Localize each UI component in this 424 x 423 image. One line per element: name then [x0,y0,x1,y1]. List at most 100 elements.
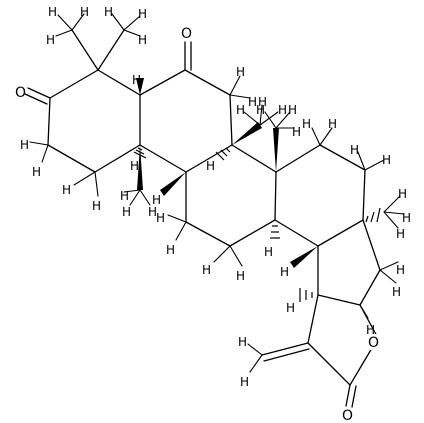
hydrogen-label: H [80,5,89,19]
bond-c2-c1 [47,144,96,173]
hydrogen-label: H [138,33,147,47]
bond-c15-c16 [319,144,366,171]
atom-o-ring: O [368,335,379,351]
hydrogen-label: H [46,33,55,47]
h-bond [129,189,141,206]
hydrogen-label: H [48,5,57,19]
h-bond [139,189,151,206]
hydrogen-label: H [132,73,141,87]
hydrogen-label: H [402,211,411,225]
bond-c24-o [349,347,373,386]
bond-c22-c23 [307,294,319,344]
bond-c4-me1 [71,29,99,71]
wedge-c10-methyl [137,145,143,190]
h-bond [383,211,399,229]
bond-c6-c7 [184,69,231,96]
bond-c13-c14 [274,171,277,221]
h-bond [259,104,263,126]
bond-c23-ch2-double [263,348,310,362]
hydrogen-label: H [256,103,265,117]
atom-o6: O [181,26,192,42]
hydrogen-label: H [238,335,247,349]
hydrogen-label: H [240,375,249,389]
h-bond [275,111,291,129]
bond-c14-c8 [231,144,277,173]
bond-c14-c15 [275,144,321,173]
bond-c4-c5 [97,69,141,96]
bond-c3-o3-double [24,93,48,105]
ring-c [185,144,277,247]
bond-c17-c18 [317,219,364,247]
bond-c24-o-carbonyl [345,384,351,407]
hash-c22-h [299,288,313,302]
hydrogen-label: H [138,7,147,21]
hydrogen-label: H [392,285,401,299]
bond-c9-c10 [139,144,187,173]
h-bond [57,14,73,31]
bond-c20-c21 [359,269,381,306]
hydrogen-label: H [236,269,245,283]
hydrogen-label: H [206,159,215,173]
h-bond [383,195,401,213]
ring-hydrogens [29,75,399,373]
wedge-c9-h [160,172,186,196]
ring-e [317,219,381,306]
bond-c3-o3 [27,87,51,99]
bond-c17-c20 [362,219,381,271]
hydrogen-label: H [396,263,405,277]
atom-o-carbonyl: O [342,408,353,423]
h-bond [123,29,141,37]
hydrogen-label: H [248,95,257,109]
h-bond [71,13,85,31]
hydrogen-label: H [398,187,407,201]
hydrogen-label: H [350,143,359,157]
label-bg [366,334,382,350]
hydrogen-label: H [278,103,287,117]
hash-c13-h [270,225,280,239]
bond-c7-c8 [229,94,233,146]
hydrogen-label: H [280,265,289,279]
hydrogen-label: H [202,263,211,277]
bond-c12-c13 [229,219,276,247]
bond-c1-c10 [94,144,141,173]
hydrogen-label: H [122,205,131,219]
ring-a [24,69,141,173]
h-bond [123,15,141,31]
gem-dimethyl [55,13,141,71]
hydrogen-label: H [292,125,301,139]
hydrogen-label: H [152,193,161,207]
hydrogen-label: H [166,243,175,257]
bond-c24-o-carbonyl-double [351,385,357,408]
wedge-c5-h [136,78,144,95]
hydrogen-label: H [302,117,311,131]
hydrogen-label: H [382,153,391,167]
bond-c4-c3 [49,69,99,99]
bond-c3-c2 [47,97,51,146]
bond-c5-c6 [139,69,186,96]
hydrogen-label: H [258,95,267,109]
bond-c11-c12 [185,221,231,247]
wedge-c18-h [290,246,318,268]
bond-c18-c13 [274,219,319,247]
hydrogen-label: H [288,103,297,117]
hash-c17-methyl [365,207,381,223]
bond-c8-c9 [185,144,233,173]
h-bond [243,111,261,126]
lactone-ring [261,294,379,408]
hydrogen-label: H [120,189,129,203]
hydrogen-label: H [286,301,295,315]
hydrogen-label: H [366,323,375,337]
atom-o3: O [15,85,26,101]
ring-d [274,144,366,247]
hydrogen-label: H [130,159,139,173]
atom-labels: O O O O [15,26,382,423]
hash-c8-h [215,147,231,161]
h-bond [383,211,405,215]
hydrogen-label: H [264,245,273,259]
bond-c4-me2 [97,29,125,71]
hydrogen-label: H [92,199,101,213]
hydrogen-label: H [32,165,41,179]
